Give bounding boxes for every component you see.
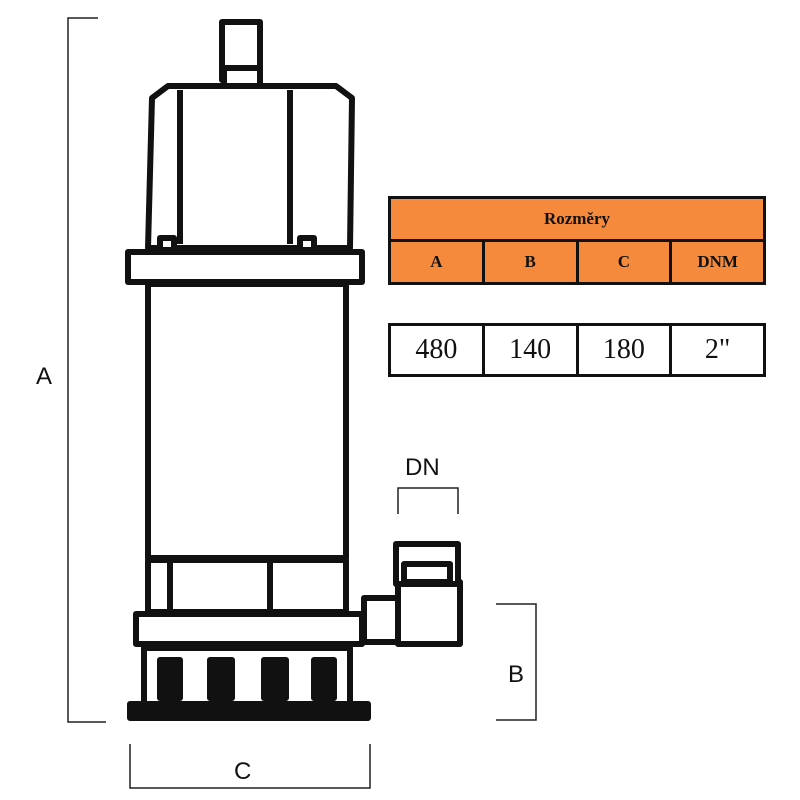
lower-flange <box>133 611 365 647</box>
motor-head <box>145 83 355 251</box>
table-title: Rozměry <box>388 196 766 242</box>
lower-section <box>145 557 349 615</box>
base-plate <box>127 701 371 721</box>
dimension-a-label: A <box>36 363 52 390</box>
dimension-c-line <box>129 744 371 789</box>
value-a: 480 <box>388 323 485 377</box>
dimensions-values-table: 480 140 180 2" <box>388 323 766 377</box>
header-dnm: DNM <box>669 239 766 285</box>
dimension-dn-line <box>397 487 459 514</box>
header-b: B <box>481 239 579 285</box>
header-a: A <box>388 239 485 285</box>
strainer-slot-4 <box>311 657 337 701</box>
dimension-b-line <box>496 603 537 721</box>
value-c: 180 <box>575 323 673 377</box>
outlet-thread <box>401 561 453 585</box>
dimension-dn-label: DN <box>405 454 440 481</box>
dimensions-header-table: Rozměry A B C DNM <box>388 196 766 285</box>
discharge-body <box>395 579 463 647</box>
dimension-a-line <box>67 17 106 723</box>
strainer-slot-3 <box>261 657 289 701</box>
bolt-left <box>157 235 177 253</box>
upper-flange <box>125 249 365 285</box>
pump-body <box>145 281 349 561</box>
strainer-slot-2 <box>207 657 235 701</box>
strainer-slot-1 <box>157 657 183 701</box>
header-c: C <box>575 239 673 285</box>
dimension-c-label: C <box>234 758 251 785</box>
value-dnm: 2" <box>669 323 766 377</box>
dimension-b-label: B <box>508 661 524 688</box>
bolt-right <box>297 235 317 253</box>
value-b: 140 <box>481 323 579 377</box>
